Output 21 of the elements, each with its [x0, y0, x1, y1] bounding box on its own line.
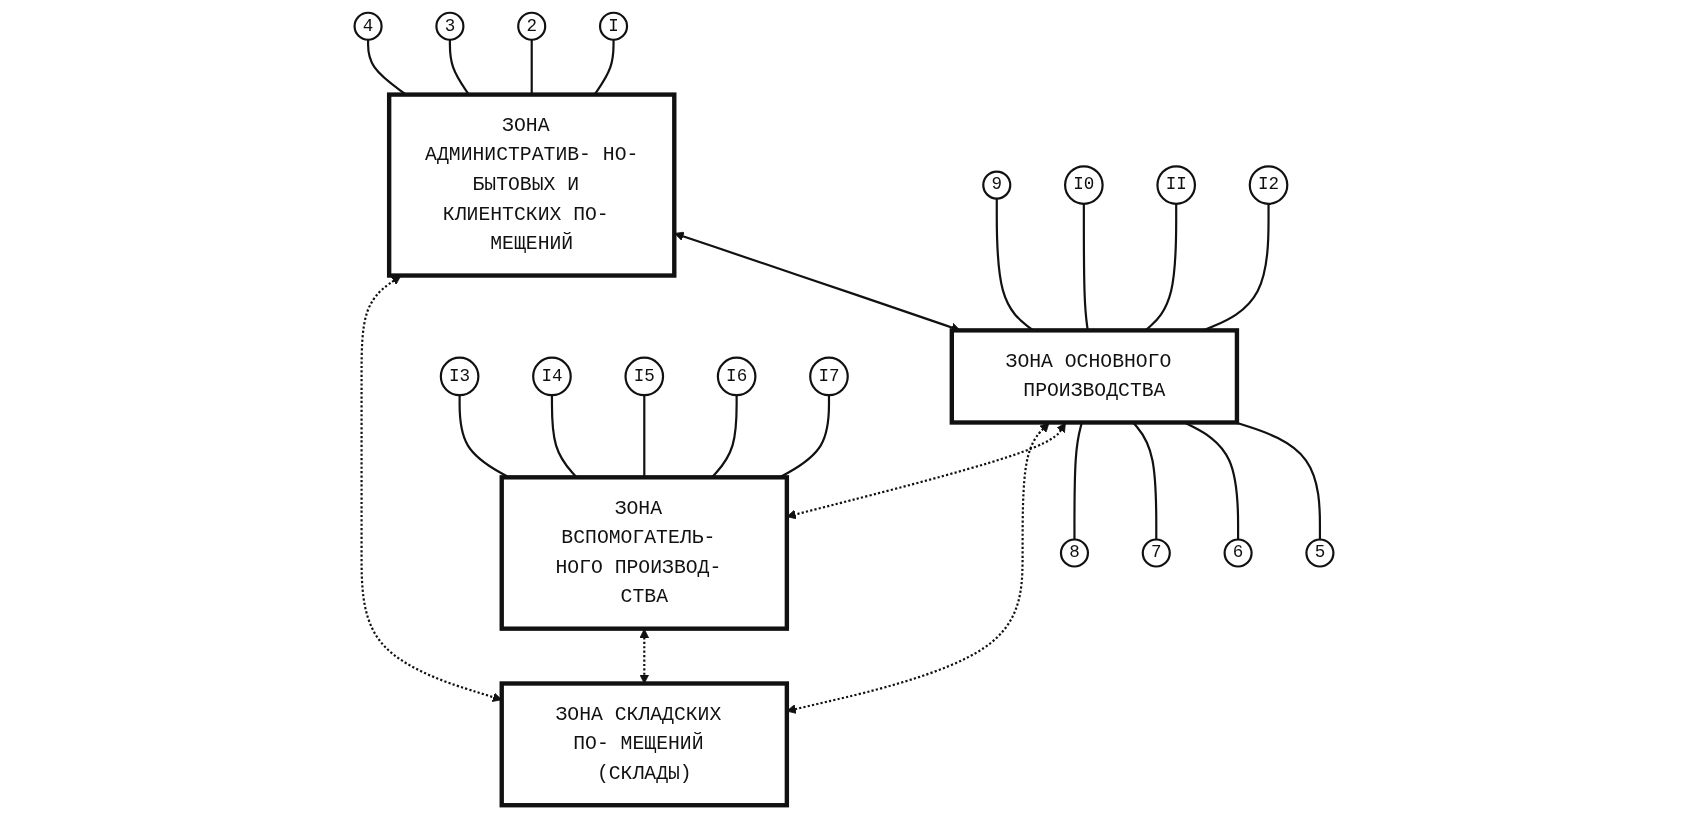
node-circle: 2 [516, 11, 546, 41]
node-circle: 5 [1304, 537, 1334, 568]
node-circle: I6 [716, 356, 756, 396]
node-circle: 7 [1141, 537, 1171, 568]
node-circle: II [1155, 164, 1196, 205]
node-box: ЗОНА ВСПОМОГАТЕЛЬ- НОГО ПРОИЗВОД- СТВА [499, 474, 789, 631]
node-circle: 8 [1059, 537, 1089, 568]
node-circle: 4 [353, 11, 383, 41]
node-box: ЗОНА ОСНОВНОГО ПРОИЗВОДСТВА [949, 327, 1239, 425]
node-circle: I0 [1063, 164, 1104, 205]
node-circle: I2 [1248, 164, 1288, 205]
node-circle: 9 [981, 169, 1011, 200]
node-circle: 6 [1223, 537, 1253, 568]
node-circle: I3 [439, 356, 479, 396]
node-circle: I7 [808, 356, 849, 396]
node-circle: I [598, 11, 628, 41]
node-box: ЗОНА АДМИНИСТРАТИВ- НО-БЫТОВЫХ И КЛИЕНТСКИХ ПО- МЕЩЕНИЙ [386, 91, 676, 278]
node-circle: I4 [531, 356, 572, 396]
node-box: ЗОНА СКЛАДСКИХ ПО- МЕЩЕНИЙ (СКЛАДЫ) [499, 680, 789, 807]
node-circle: I5 [623, 356, 664, 396]
node-circle: 3 [434, 11, 464, 41]
